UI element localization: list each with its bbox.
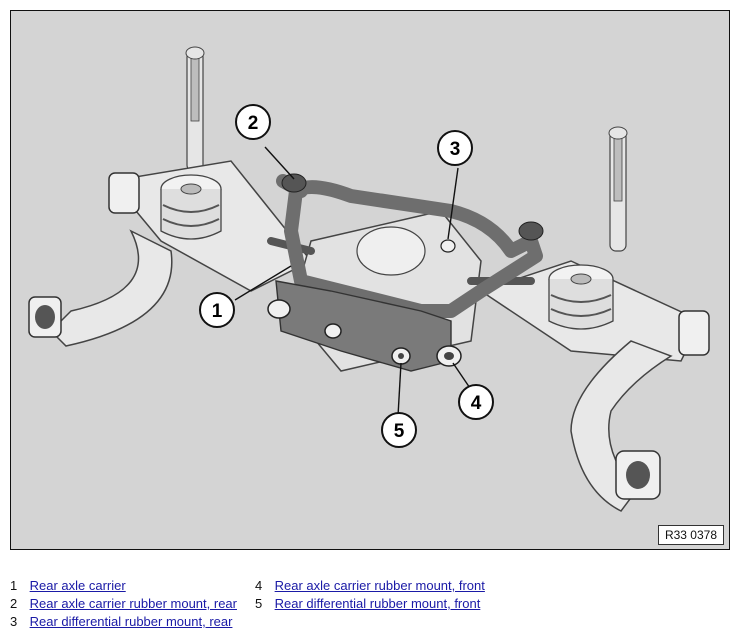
legend-number: 1	[10, 578, 18, 593]
figure-reference-code: R33 0378	[657, 525, 724, 545]
legend-number: 5	[255, 596, 263, 611]
legend-link-rear-axle-carrier[interactable]: Rear axle carrier	[29, 578, 126, 593]
callout-1: 1	[199, 292, 235, 328]
right-shock-absorber	[608, 126, 628, 252]
legend-link-rear-axle-carrier-rubber-mount-front[interactable]: Rear axle carrier rubber mount, front	[274, 578, 485, 593]
legend-link-rear-differential-rubber-mount-rear[interactable]: Rear differential rubber mount, rear	[29, 614, 233, 629]
legend-item-2: 2 Rear axle carrier rubber mount, rear	[10, 596, 237, 611]
svg-text:3: 3	[450, 139, 461, 160]
right-coil-spring	[548, 264, 614, 330]
legend-number: 2	[10, 596, 18, 611]
svg-text:4: 4	[471, 393, 482, 414]
legend-item-3: 3 Rear differential rubber mount, rear	[10, 614, 232, 629]
diagram-figure: 1 2 3 4 5 R33 0378	[10, 10, 730, 550]
legend-number: 3	[10, 614, 18, 629]
rear-axle-illustration: 1 2 3 4 5	[28, 46, 710, 512]
legend-link-rear-differential-rubber-mount-front[interactable]: Rear differential rubber mount, front	[274, 596, 481, 611]
callout-3: 3	[437, 130, 473, 166]
callout-5: 5	[381, 412, 417, 448]
callout-4: 4	[458, 384, 494, 420]
legend-item-4: 4 Rear axle carrier rubber mount, front	[255, 578, 485, 593]
svg-text:5: 5	[394, 421, 405, 442]
left-coil-spring	[160, 174, 222, 240]
legend-item-1: 1 Rear axle carrier	[10, 578, 126, 593]
rubber-mounts	[267, 173, 544, 367]
legend-item-5: 5 Rear differential rubber mount, front	[255, 596, 480, 611]
svg-text:2: 2	[248, 113, 259, 134]
left-shock-absorber	[185, 46, 205, 172]
svg-text:1: 1	[212, 301, 223, 322]
legend-number: 4	[255, 578, 263, 593]
legend-link-rear-axle-carrier-rubber-mount-rear[interactable]: Rear axle carrier rubber mount, rear	[29, 596, 237, 611]
callout-2: 2	[235, 104, 271, 140]
